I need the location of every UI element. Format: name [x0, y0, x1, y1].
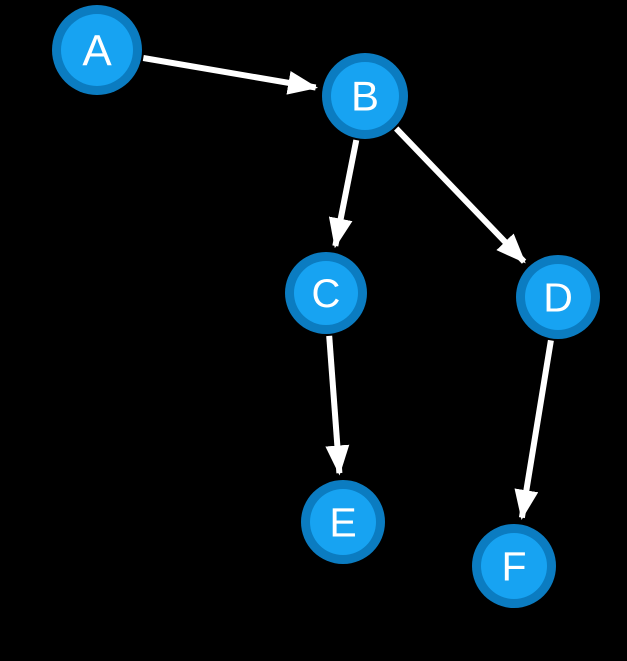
- graph-node-e[interactable]: E: [301, 480, 385, 564]
- edge-a-to-b: [142, 55, 319, 95]
- node-body: [310, 489, 376, 555]
- graph-node-c[interactable]: C: [285, 252, 367, 334]
- graph-node-a[interactable]: A: [52, 5, 142, 95]
- node-body: [61, 14, 133, 86]
- graph-node-d[interactable]: D: [516, 255, 600, 339]
- node-body: [294, 261, 358, 325]
- node-body: [481, 533, 547, 599]
- graph-node-b[interactable]: B: [322, 53, 408, 139]
- node-body: [525, 264, 591, 330]
- edge-d-to-f: [514, 339, 554, 520]
- edge-c-to-e: [325, 335, 350, 476]
- graph-node-f[interactable]: F: [472, 524, 556, 608]
- node-body: [331, 62, 399, 130]
- edge-b-to-c: [328, 139, 360, 249]
- edge-b-to-d: [394, 126, 527, 264]
